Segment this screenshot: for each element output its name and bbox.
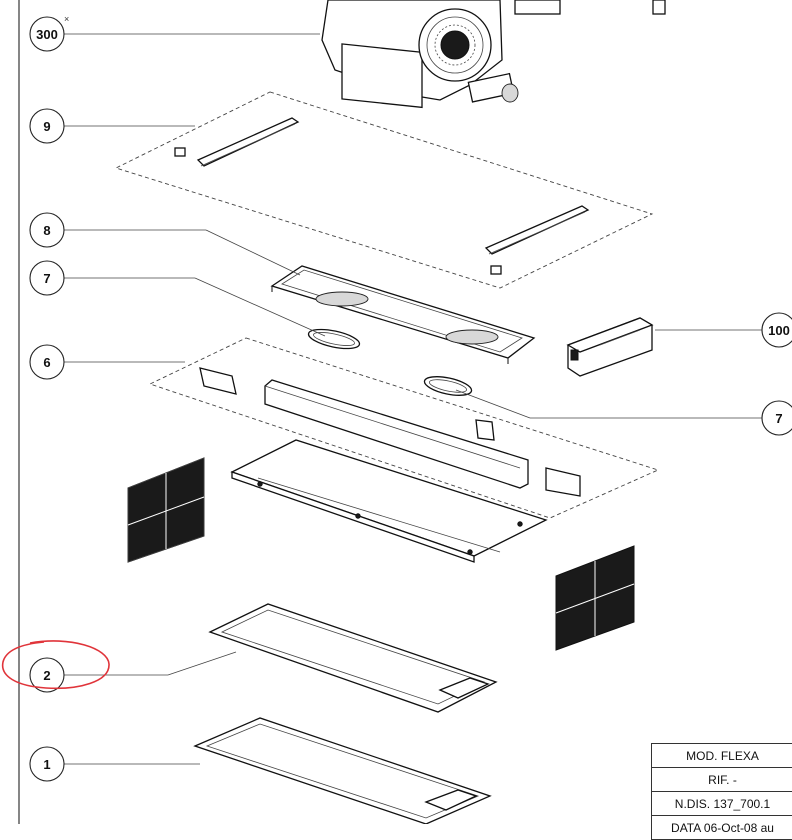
callout-9: 9 xyxy=(29,108,65,144)
drawing-number-label: N.DIS. 137_700.1 xyxy=(652,792,792,816)
callout-9-label: 9 xyxy=(43,119,50,134)
title-block: MOD. FLEXA RIF. - N.DIS. 137_700.1 DATA … xyxy=(651,743,792,840)
callout-7-right: 7 xyxy=(761,400,792,436)
date-label: DATA 06-Oct-08 au xyxy=(652,816,792,840)
mounting-plate-part xyxy=(270,265,536,364)
callout-1-label: 1 xyxy=(43,757,50,772)
callout-300-label: 300 xyxy=(36,27,58,42)
motor-blower-part xyxy=(321,0,666,109)
electrical-box-part xyxy=(566,317,654,377)
marker-x: × xyxy=(64,14,69,24)
metal-filter-part xyxy=(193,717,492,824)
callout-6-label: 6 xyxy=(43,355,50,370)
model-label: MOD. FLEXA xyxy=(652,744,792,768)
callout-100-label: 100 xyxy=(768,323,790,338)
charcoal-filter-part xyxy=(127,457,635,651)
housing-components-part xyxy=(148,337,660,519)
callout-1: 1 xyxy=(29,746,65,782)
callout-300: 300 × xyxy=(29,14,69,52)
bracket-set-part xyxy=(114,91,654,289)
callout-8-label: 8 xyxy=(43,223,50,238)
callout-2-label: 2 xyxy=(43,668,50,683)
highlight-ring xyxy=(1,640,110,690)
callout-2: 2 xyxy=(29,657,65,693)
callout-100: 100 xyxy=(761,312,792,348)
callout-8: 8 xyxy=(29,212,65,248)
reference-label: RIF. - xyxy=(652,768,792,792)
housing-chassis-part xyxy=(230,439,548,563)
grease-filter-part xyxy=(208,603,498,713)
callout-7-left-label: 7 xyxy=(43,271,50,286)
callout-7-right-label: 7 xyxy=(775,411,782,426)
callout-6: 6 xyxy=(29,344,65,380)
leader-lines xyxy=(64,33,762,765)
callout-7-left: 7 xyxy=(29,260,65,296)
